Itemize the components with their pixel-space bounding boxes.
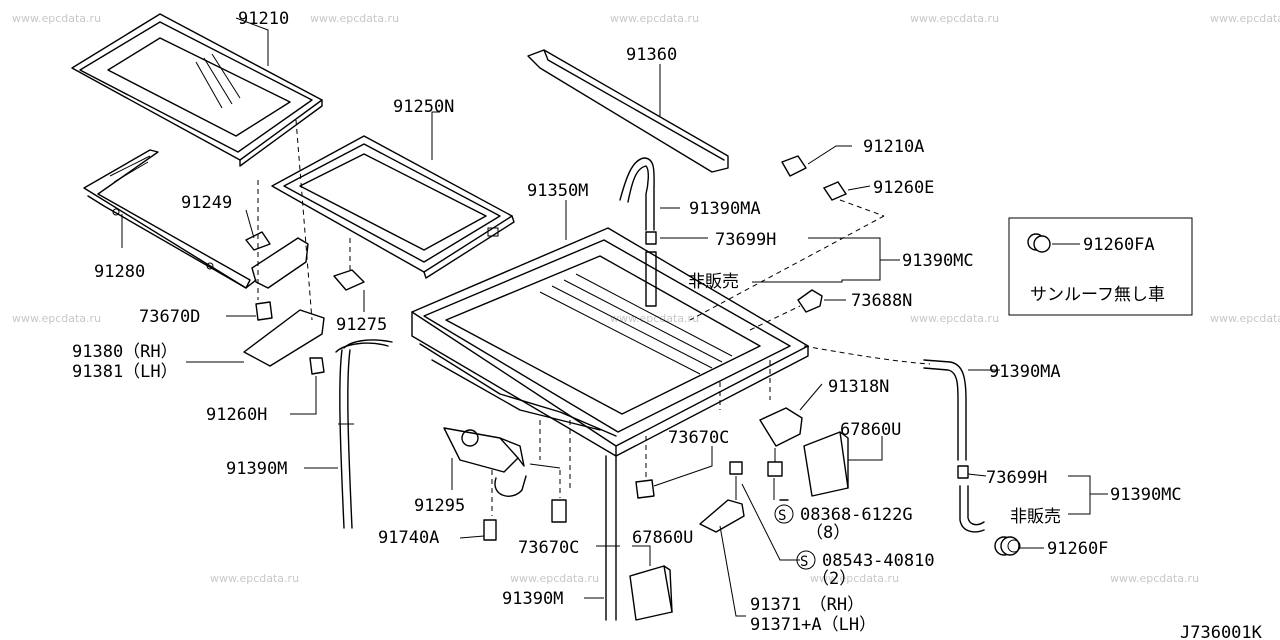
watermark: www.epcdata.ru <box>910 12 999 25</box>
watermark: www.epcdata.ru <box>810 572 899 585</box>
label-91280: 91280 <box>94 262 145 282</box>
watermark: www.epcdata.ru <box>1210 312 1280 325</box>
inset-part-label: 91260FA <box>1083 235 1155 255</box>
label-73670d: 73670D <box>139 307 200 327</box>
drain-hose-bottom-drawing <box>602 455 620 621</box>
label-91390m-left: 91390M <box>226 459 287 479</box>
label-91360: 91360 <box>626 45 677 65</box>
label-91390ma-right: 91390MA <box>989 362 1061 382</box>
label-91740a: 91740A <box>378 528 439 548</box>
watermark-layer: www.epcdata.ru www.epcdata.ru www.epcdat… <box>12 12 1280 585</box>
label-73670c-b: 73670C <box>518 538 579 558</box>
main-frame-drawing <box>411 227 809 490</box>
sunshade-drawing <box>271 135 515 279</box>
pad-bottom-drawing <box>629 565 673 621</box>
label-67860u-bottom: 67860U <box>632 528 693 548</box>
part-labels: 91210 91250N 91360 91210A 91260E 91249 9… <box>72 9 1263 640</box>
label-91295: 91295 <box>414 496 465 516</box>
diagram-id: J736001K <box>1180 623 1263 640</box>
label-91390mc-right: 91390MC <box>1110 485 1182 505</box>
label-91381-lh: 91381（LH） <box>72 362 178 382</box>
drain-hose-right-drawing <box>803 345 985 533</box>
watermark: www.epcdata.ru <box>510 572 599 585</box>
screw-symbols: S S <box>774 504 816 570</box>
drain-hose-left-drawing <box>338 349 354 529</box>
link-91371-drawing <box>699 461 745 533</box>
label-91260e: 91260E <box>873 178 934 198</box>
label-91350m: 91350M <box>527 181 588 201</box>
label-91210a: 91210A <box>863 137 924 157</box>
label-67860u-right: 67860U <box>840 420 901 440</box>
leader-lines <box>121 17 1108 617</box>
label-91390mc-top: 91390MC <box>902 251 974 271</box>
bracket-drawing <box>245 119 313 321</box>
clip-91275-drawing <box>333 238 365 291</box>
label-91318n: 91318N <box>828 377 889 397</box>
label-08543: 08543-40810 <box>822 551 935 571</box>
screw-symbol-letter: S <box>800 554 808 570</box>
label-91275: 91275 <box>336 315 387 335</box>
watermark: www.epcdata.ru <box>910 312 999 325</box>
grommet-91260f-drawing <box>994 536 1021 556</box>
watermark: www.epcdata.ru <box>310 12 399 25</box>
bracket-73688n-drawing <box>749 289 823 331</box>
label-not-sold-right: 非販売 <box>1010 507 1061 527</box>
label-73670c-a: 73670C <box>668 428 729 448</box>
label-91371-rh: 91371 （RH） <box>750 595 864 615</box>
right-bracket-drawing <box>759 407 849 501</box>
label-08368-qty: （8） <box>806 523 850 543</box>
watermark: www.epcdata.ru <box>12 312 101 325</box>
label-08543-qty: （2） <box>812 569 856 589</box>
watermark: www.epcdata.ru <box>1210 12 1280 25</box>
inset-frame <box>1008 217 1193 316</box>
label-73699h-top: 73699H <box>715 230 776 250</box>
label-not-sold-top: 非販売 <box>688 272 739 292</box>
label-73699h-right: 73699H <box>986 468 1047 488</box>
screw-symbol-icon <box>774 504 794 524</box>
inset-note: サンルーフ無し車 <box>1030 285 1165 305</box>
label-91371a-lh: 91371+A（LH） <box>750 615 876 635</box>
label-91260f: 91260F <box>1047 539 1108 559</box>
watermark: www.epcdata.ru <box>12 12 101 25</box>
label-91249: 91249 <box>181 193 232 213</box>
inset-box: 91260FA サンルーフ無し車 <box>1008 217 1193 316</box>
label-73688n: 73688N <box>851 291 912 311</box>
watermark: www.epcdata.ru <box>610 12 699 25</box>
label-91210: 91210 <box>238 9 289 29</box>
screw-symbol-letter: S <box>778 508 786 524</box>
screw-symbol-icon <box>796 550 816 570</box>
clip-73670c-drawing <box>635 436 655 499</box>
label-91390ma-top: 91390MA <box>689 199 761 219</box>
side-rail-drawing <box>243 309 393 375</box>
drain-hose-top-drawing <box>619 157 657 307</box>
watermark: www.epcdata.ru <box>210 572 299 585</box>
fasteners-top-right-drawing <box>689 155 885 321</box>
motor-drawing <box>443 427 567 541</box>
rear-trim-bar-drawing <box>527 49 729 173</box>
label-91390m-bottom: 91390M <box>502 589 563 609</box>
label-91380-rh: 91380（RH） <box>72 342 178 362</box>
wind-deflector-drawing <box>83 149 257 289</box>
label-08368: 08368-6122G <box>800 505 913 525</box>
label-91260h: 91260H <box>206 405 267 425</box>
watermark: www.epcdata.ru <box>1110 572 1199 585</box>
glass-panel-drawing <box>71 13 323 167</box>
label-91250n: 91250N <box>393 97 454 117</box>
